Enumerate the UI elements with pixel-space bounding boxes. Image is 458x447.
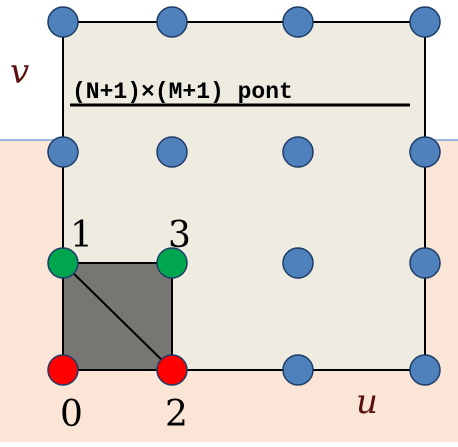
grid-node	[47, 136, 79, 168]
grid-node	[409, 247, 441, 279]
grid-node	[156, 136, 188, 168]
grid-nodes	[47, 6, 441, 386]
grid-node	[282, 354, 314, 386]
corner-label-1: 1	[70, 215, 93, 256]
diagram-title: (N+1)×(M+1) pont	[72, 79, 293, 105]
grid-node	[409, 6, 441, 38]
axis-label-v: v	[10, 52, 29, 92]
grid-node	[282, 247, 314, 279]
axis-label-u: u	[356, 382, 378, 422]
grid-node	[47, 6, 79, 38]
corner-node-1	[47, 247, 79, 279]
grid-node	[282, 6, 314, 38]
corner-label-3: 3	[168, 215, 191, 256]
cell-diagonal	[62, 262, 173, 371]
corner-label-2: 2	[165, 394, 188, 435]
corner-node-3	[156, 247, 188, 279]
grid-node	[282, 136, 314, 168]
grid-node	[409, 354, 441, 386]
corner-label-0: 0	[60, 394, 83, 435]
grid-node	[409, 136, 441, 168]
corner-node-0	[47, 354, 79, 386]
grid-node	[156, 6, 188, 38]
corner-node-2	[156, 354, 188, 386]
